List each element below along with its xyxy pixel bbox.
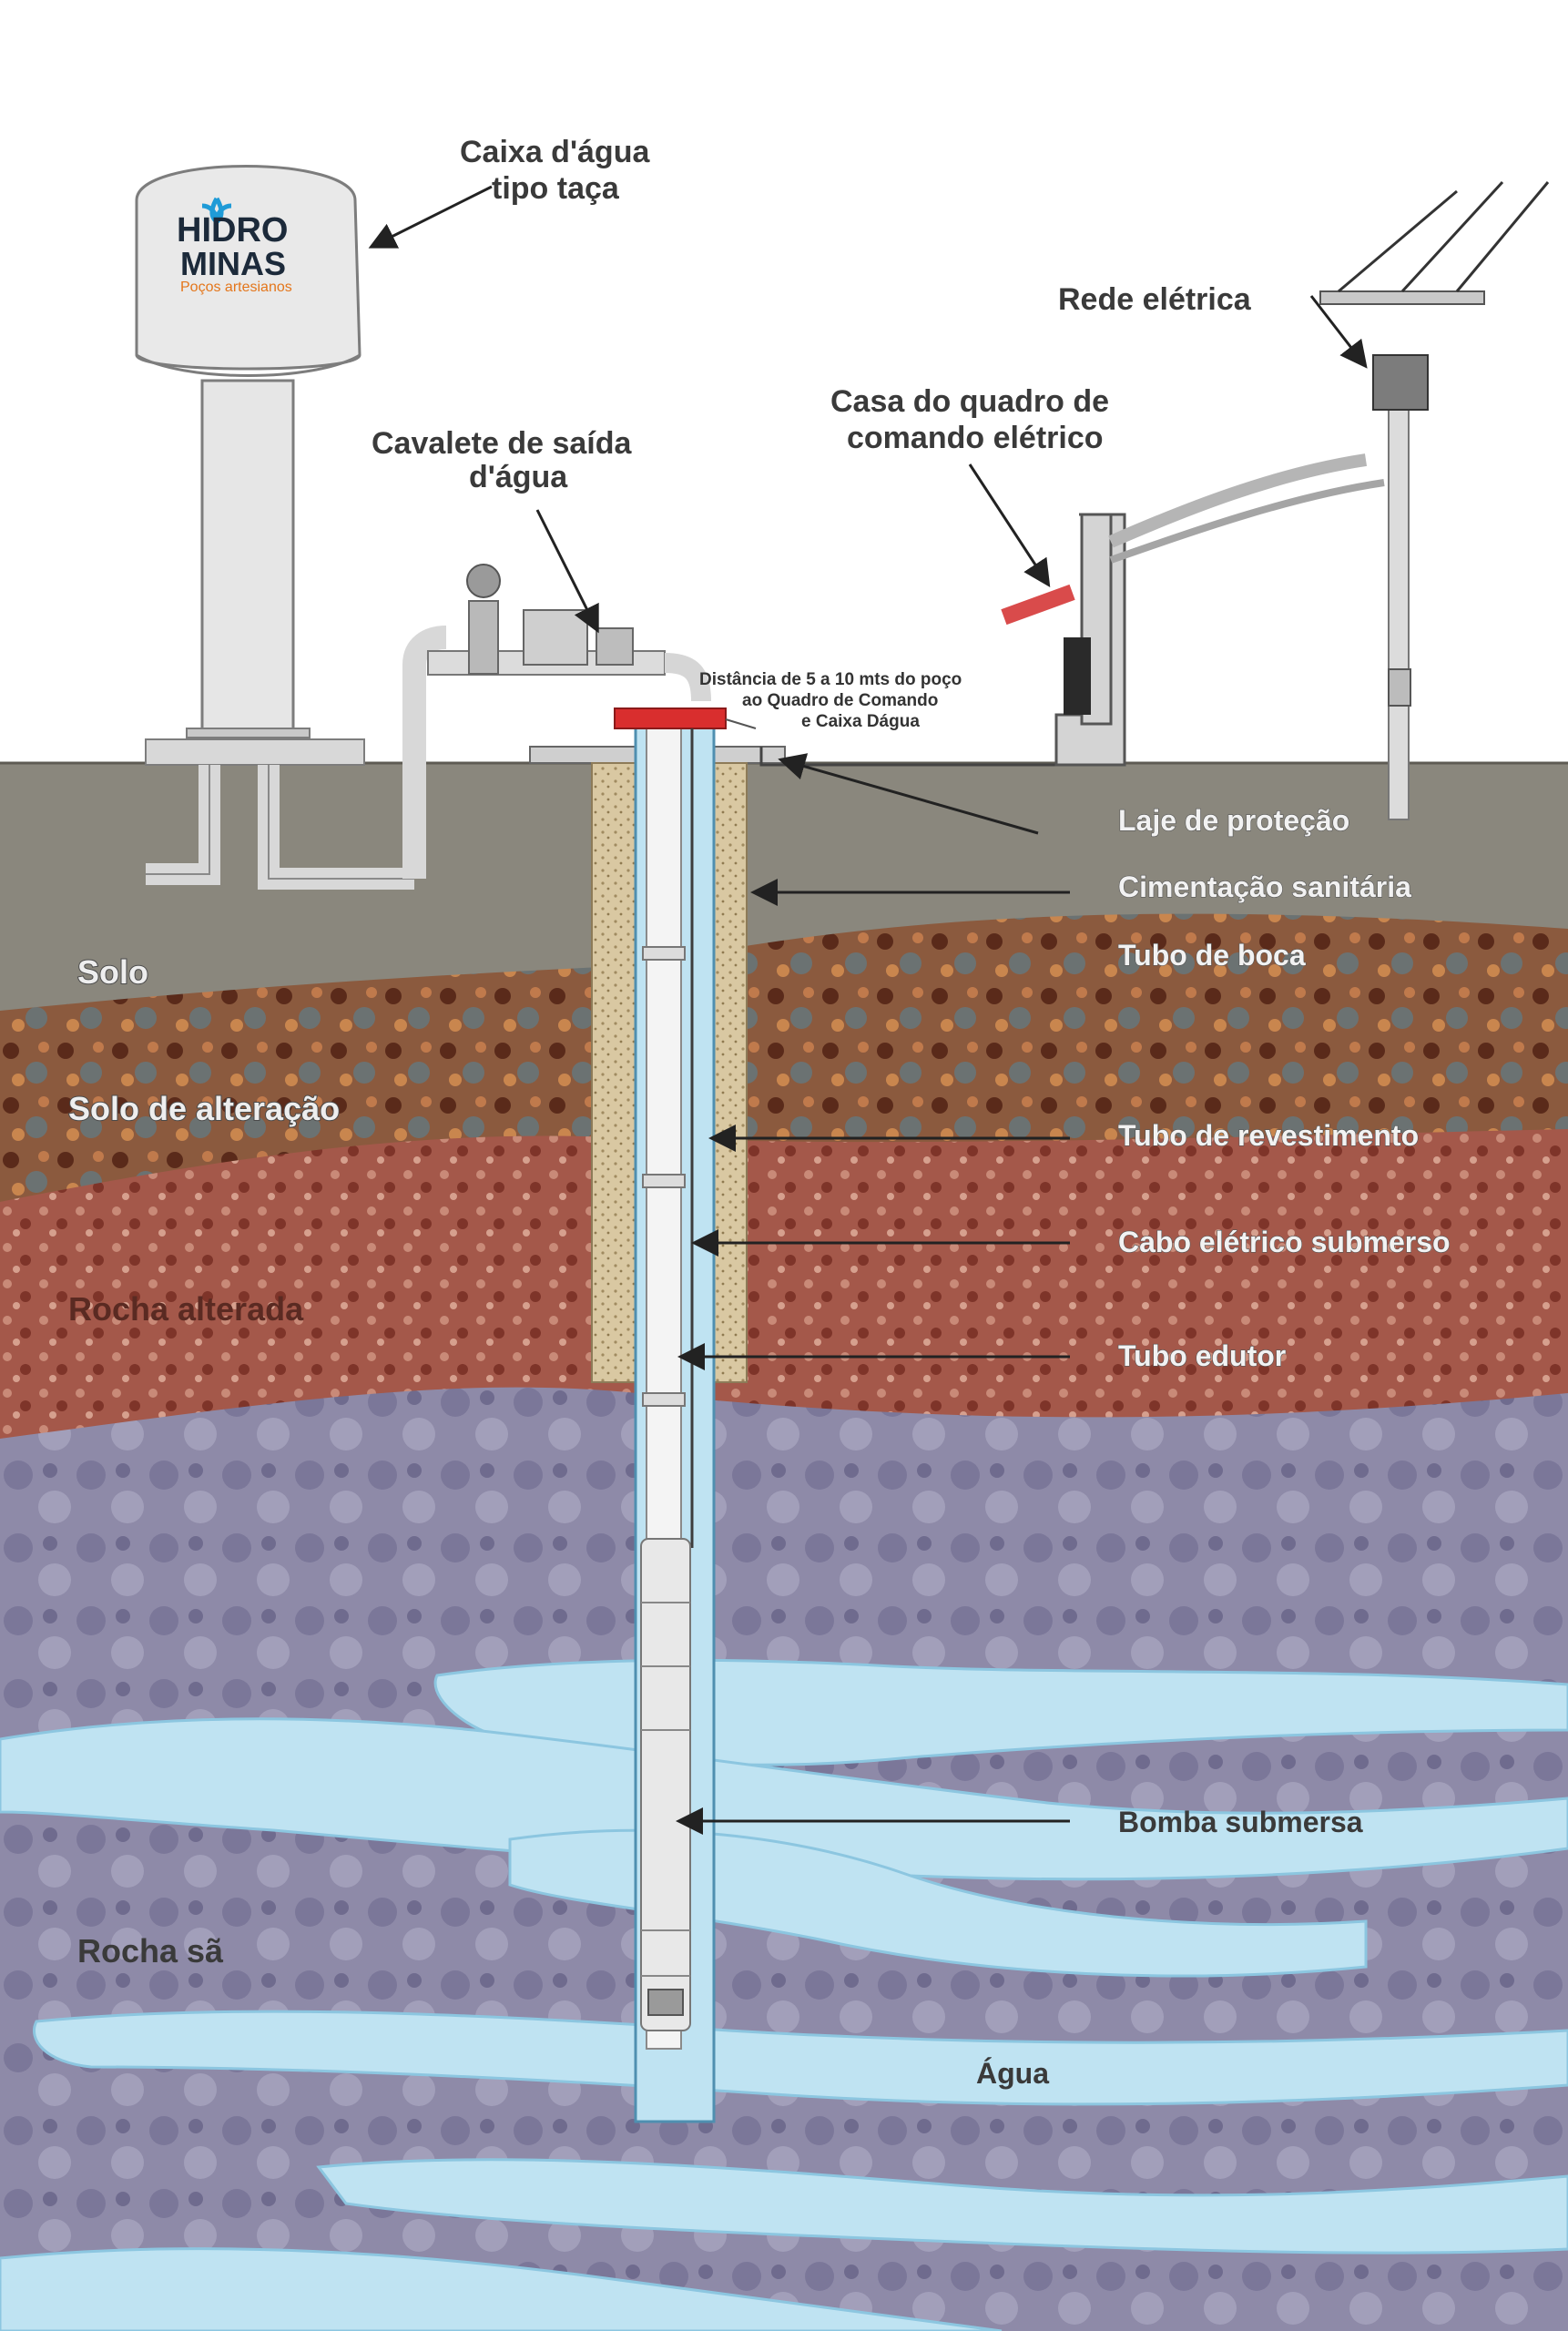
label-tubo-edutor: Tubo edutor (1118, 1339, 1286, 1372)
label-distancia-line2: ao Quadro de Comando (742, 691, 938, 710)
logo-line2: MINAS (180, 245, 286, 282)
submersible-pump (640, 1538, 691, 2031)
hidrominas-logo (201, 197, 232, 226)
layer-label-rocha-alterada: Rocha alterada (68, 1290, 304, 1328)
layer-label-solo: Solo (77, 953, 148, 991)
layer-label-rocha-sa: Rocha sã (77, 1932, 224, 1970)
label-cabo-eletrico: Cabo elétrico submerso (1118, 1226, 1451, 1258)
label-cimentacao: Cimentação sanitária (1118, 870, 1411, 903)
label-distancia-line3: e Caixa Dágua (801, 712, 920, 731)
control-panel-house (1001, 453, 1385, 767)
label-caixa-line1: Caixa d'água (460, 135, 650, 169)
label-rede-eletrica: Rede elétrica (1058, 282, 1252, 317)
label-tubo-revestimento: Tubo de revestimento (1118, 1119, 1419, 1152)
label-caixa-line2: tipo taça (492, 171, 620, 206)
label-casa-line1: Casa do quadro de (830, 384, 1109, 419)
logo-line1: HIDRO (177, 211, 288, 249)
water-tower (135, 165, 447, 890)
logo-tagline: Poços artesianos (180, 280, 292, 295)
well-cap (614, 707, 727, 729)
label-agua: Água (976, 2057, 1049, 2090)
well-structure (529, 637, 1095, 2123)
fountain-icon (201, 197, 232, 226)
layer-label-solo-alteracao: Solo de alteração (68, 1090, 340, 1127)
label-cavalete-line1: Cavalete de saída (372, 426, 632, 461)
label-casa-line2: comando elétrico (847, 421, 1104, 455)
label-laje: Laje de proteção (1118, 804, 1349, 837)
leader-lines (368, 185, 1368, 1835)
label-cavalete-line2: d'água (469, 460, 568, 494)
label-tubo-boca: Tubo de boca (1118, 939, 1306, 972)
valve-assembly (427, 564, 711, 702)
water-veins (0, 1658, 1568, 2331)
power-pole (1319, 180, 1550, 820)
label-distancia-line1: Distância de 5 a 10 mts do poço (699, 670, 962, 689)
label-bomba: Bomba submersa (1118, 1806, 1363, 1838)
